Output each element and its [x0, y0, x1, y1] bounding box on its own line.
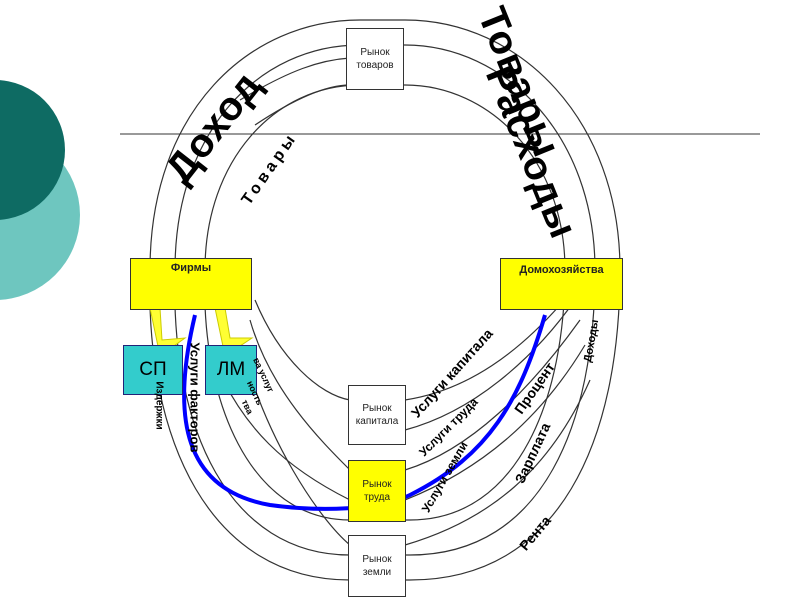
- factor-flow-line: [182, 314, 547, 511]
- sp-label: СП: [139, 359, 167, 380]
- households-box: Домохозяйства: [500, 258, 623, 310]
- sp-box: СП: [123, 345, 183, 395]
- market-goods-box: Рынок товаров: [346, 28, 404, 90]
- market-capital-line1: Рынок: [362, 403, 392, 414]
- market-land-line2: земли: [362, 567, 392, 578]
- market-goods-line2: товаров: [356, 60, 394, 71]
- flow-bands: [149, 19, 621, 581]
- firms-box: Фирмы: [130, 258, 252, 310]
- market-land-line1: Рынок: [362, 554, 392, 565]
- market-capital-line2: капитала: [355, 416, 399, 427]
- accent-circle-dark: [0, 80, 65, 220]
- households-label: Домохозяйства: [519, 264, 604, 276]
- factor-services-label: Услуги факторов: [187, 342, 203, 453]
- market-labor-box: Рынок труда: [348, 460, 406, 522]
- market-land-box: Рынок земли: [348, 535, 406, 597]
- market-labor-line1: Рынок: [362, 479, 392, 490]
- lm-label: ЛМ: [216, 359, 246, 380]
- market-goods-line1: Рынок: [360, 47, 390, 58]
- market-capital-box: Рынок капитала: [348, 385, 406, 445]
- firms-label: Фирмы: [170, 262, 212, 274]
- costs-label: Издержки: [153, 381, 165, 430]
- lm-box: ЛМ: [205, 345, 257, 395]
- market-labor-line2: труда: [363, 492, 391, 503]
